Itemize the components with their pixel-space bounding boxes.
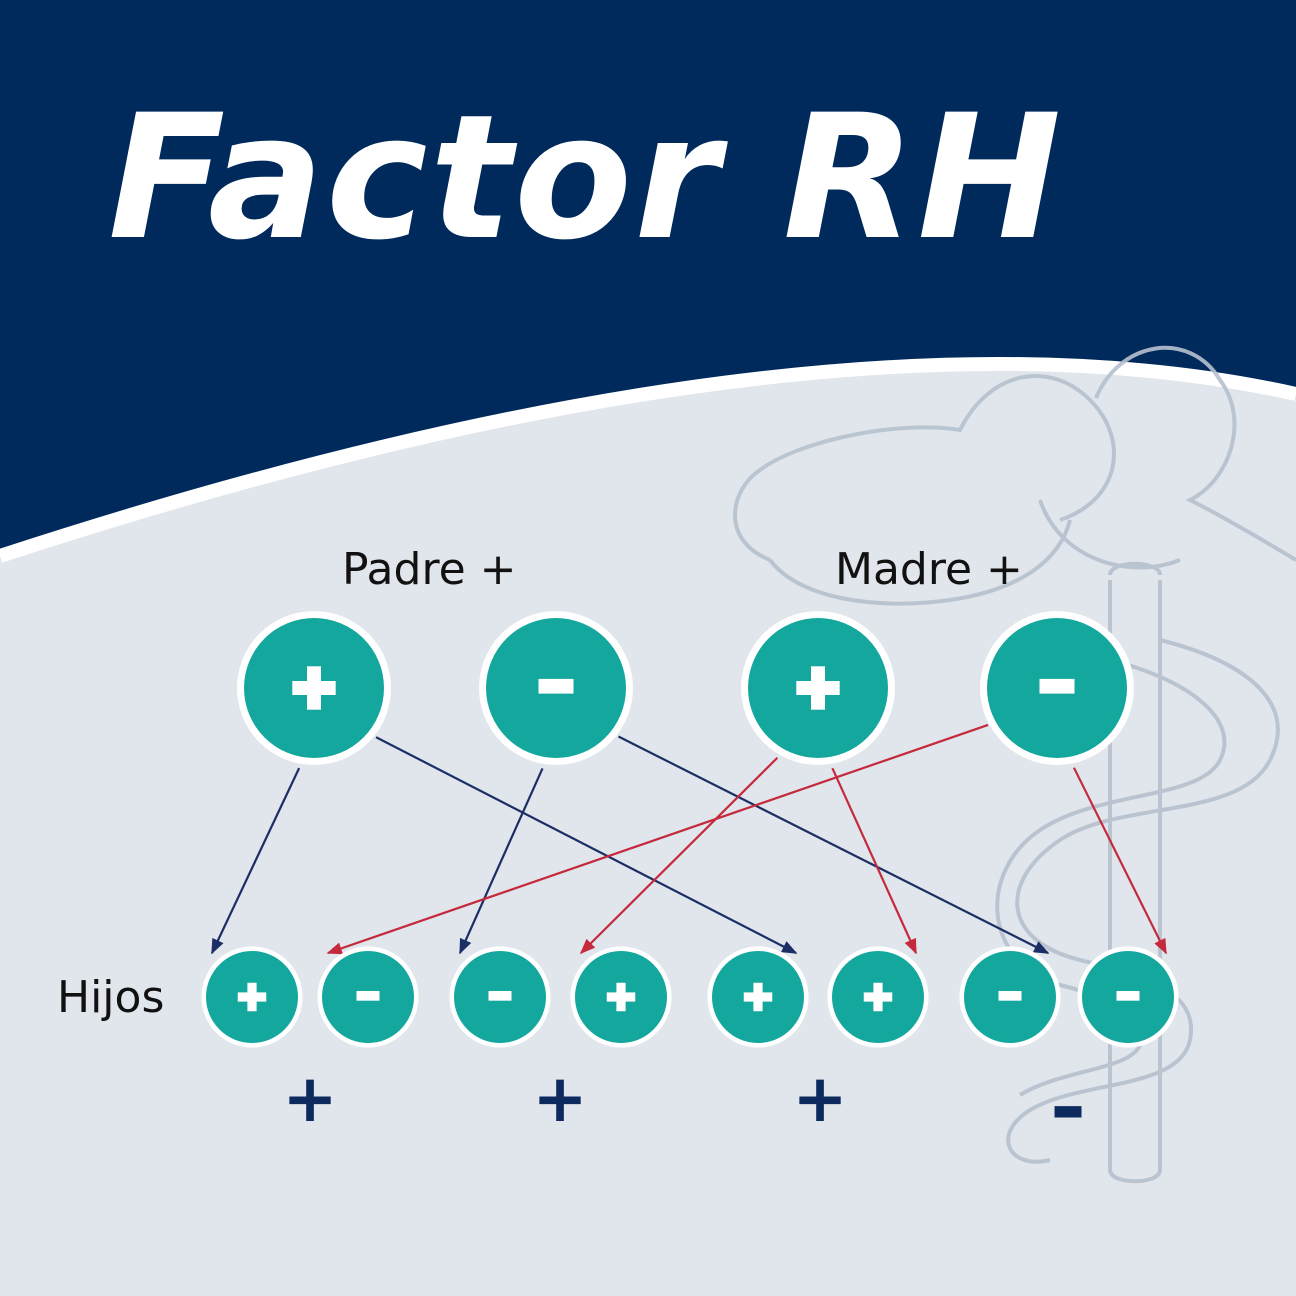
child-allele-negative xyxy=(317,946,419,1048)
inheritance-arrow-mother xyxy=(1072,767,1167,955)
allele-circles xyxy=(201,611,1179,1048)
mother-allele-positive xyxy=(741,611,895,765)
minus-icon xyxy=(488,991,512,1001)
header-band xyxy=(0,0,1296,556)
inheritance-arrow-father xyxy=(375,736,798,954)
child-allele-positive xyxy=(201,946,303,1048)
plus-icon-vertical xyxy=(307,666,321,710)
plus-icon-vertical xyxy=(873,982,883,1012)
child-allele-negative xyxy=(959,946,1061,1048)
inheritance-arrow-mother xyxy=(579,756,779,955)
inheritance-arrow-father xyxy=(618,735,1050,954)
mother-label: Madre + xyxy=(835,544,1023,595)
minus-icon xyxy=(356,991,380,1001)
father-allele-positive xyxy=(237,611,391,765)
plus-icon-vertical xyxy=(247,982,257,1012)
caduceus-icon xyxy=(733,345,1296,1184)
child-allele-positive xyxy=(827,946,929,1048)
child-result-positive: + xyxy=(282,1060,338,1137)
inheritance-arrow-father xyxy=(211,767,301,955)
child-allele-negative xyxy=(449,946,551,1048)
child-result-positive: + xyxy=(792,1060,848,1137)
inheritance-arrow-mother xyxy=(326,723,989,955)
mother-allele-negative xyxy=(980,611,1134,765)
child-result-negative: - xyxy=(1049,1061,1087,1154)
father-label: Padre + xyxy=(342,544,517,595)
child-allele-positive xyxy=(707,946,809,1048)
minus-icon xyxy=(1116,991,1140,1001)
inheritance-arrow-father xyxy=(458,767,544,955)
inheritance-arrow-mother xyxy=(831,767,918,955)
plus-icon-vertical xyxy=(753,982,763,1012)
child-allele-negative xyxy=(1077,946,1179,1048)
plus-icon-vertical xyxy=(616,982,626,1012)
child-result-positive: + xyxy=(532,1060,588,1137)
minus-icon xyxy=(998,991,1022,1001)
father-allele-negative xyxy=(479,611,633,765)
child-allele-positive xyxy=(570,946,672,1048)
plus-icon-vertical xyxy=(811,666,825,710)
header-curve-edge xyxy=(0,357,1296,563)
page-title: Factor RH xyxy=(108,77,1064,278)
children-label: Hijos xyxy=(57,972,165,1023)
minus-icon xyxy=(538,678,574,694)
inheritance-arrows xyxy=(211,723,1167,955)
minus-icon xyxy=(1039,678,1075,694)
